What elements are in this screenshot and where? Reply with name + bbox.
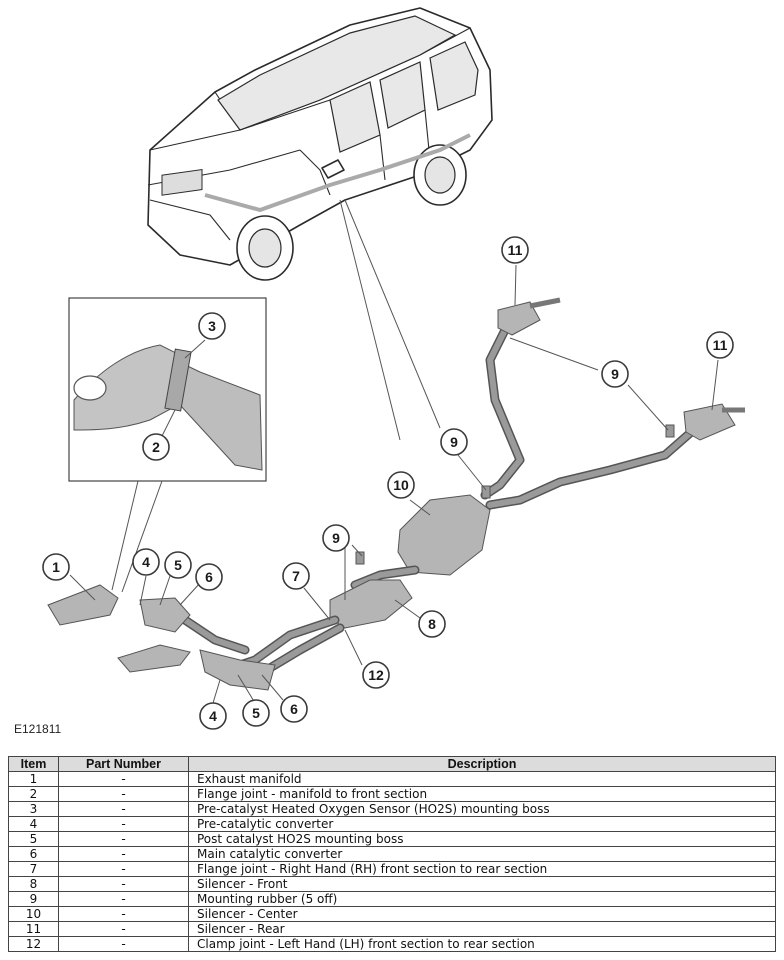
callout-11: 11 (501, 236, 529, 264)
callout-3: 3 (198, 312, 226, 340)
row-part-number: - (58, 906, 189, 922)
svg-text:10: 10 (393, 477, 409, 493)
table-row: 4-Pre-catalytic converter (8, 816, 776, 832)
row-description: Silencer - Center (188, 906, 776, 922)
row-description: Main catalytic converter (188, 846, 776, 862)
row-part-number: - (58, 771, 189, 787)
leader-lines (69, 264, 719, 704)
callout-12: 12 (362, 661, 390, 689)
svg-text:5: 5 (174, 557, 182, 573)
callout-4: 4 (132, 548, 160, 576)
table-row: 5-Post catalyst HO2S mounting boss (8, 831, 776, 847)
row-item: 2 (8, 786, 59, 802)
row-description: Flange joint - manifold to front section (188, 786, 776, 802)
exhaust-system (47, 297, 745, 691)
row-description: Flange joint - Right Hand (RH) front sec… (188, 861, 776, 877)
svg-text:11: 11 (508, 242, 523, 258)
callout-9: 9 (601, 360, 629, 388)
row-part-number: - (58, 861, 189, 877)
row-part-number: - (58, 846, 189, 862)
svg-text:12: 12 (368, 667, 384, 683)
callout-11: 11 (706, 331, 734, 359)
svg-text:4: 4 (142, 554, 150, 570)
table-row: 11-Silencer - Rear (8, 921, 776, 937)
row-description: Pre-catalytic converter (188, 816, 776, 832)
header-part-number: Part Number (58, 756, 189, 772)
svg-text:8: 8 (428, 616, 436, 632)
callout-5: 5 (242, 699, 270, 727)
svg-text:5: 5 (252, 705, 260, 721)
table-row: 6-Main catalytic converter (8, 846, 776, 862)
row-item: 1 (8, 771, 59, 787)
callout-7: 7 (282, 562, 310, 590)
row-description: Silencer - Rear (188, 921, 776, 937)
svg-text:4: 4 (209, 708, 217, 724)
row-item: 5 (8, 831, 59, 847)
table-row: 12-Clamp joint - Left Hand (LH) front se… (8, 936, 776, 952)
row-item: 11 (8, 921, 59, 937)
callout-10: 10 (387, 471, 415, 499)
row-item: 7 (8, 861, 59, 877)
inset-detail (68, 297, 267, 482)
table-row: 1-Exhaust manifold (8, 771, 776, 787)
row-item: 8 (8, 876, 59, 892)
row-description: Mounting rubber (5 off) (188, 891, 776, 907)
row-item: 6 (8, 846, 59, 862)
table-row: 3-Pre-catalyst Heated Oxygen Sensor (HO2… (8, 801, 776, 817)
callout-5: 5 (164, 551, 192, 579)
svg-text:9: 9 (332, 530, 340, 546)
table-row: 9-Mounting rubber (5 off) (8, 891, 776, 907)
row-description: Exhaust manifold (188, 771, 776, 787)
svg-text:7: 7 (292, 568, 300, 584)
callout-4: 4 (199, 702, 227, 730)
row-part-number: - (58, 921, 189, 937)
exhaust-system-diagram: 1 2 3 4 5 6 7 8 9 10 9 9 11 11 12 4 5 6 (42, 7, 745, 730)
header-description: Description (188, 756, 776, 772)
table-row: 10-Silencer - Center (8, 906, 776, 922)
row-part-number: - (58, 816, 189, 832)
row-part-number: - (58, 891, 189, 907)
svg-text:11: 11 (713, 337, 728, 353)
svg-text:3: 3 (208, 318, 216, 334)
callout-6: 6 (280, 695, 308, 723)
row-part-number: - (58, 876, 189, 892)
table-row: 2-Flange joint - manifold to front secti… (8, 786, 776, 802)
row-part-number: - (58, 831, 189, 847)
callout-1: 1 (42, 553, 70, 581)
row-description: Post catalyst HO2S mounting boss (188, 831, 776, 847)
row-part-number: - (58, 786, 189, 802)
callout-9: 9 (440, 428, 468, 456)
row-item: 12 (8, 936, 59, 952)
vehicle-illustration (147, 7, 493, 281)
callout-9: 9 (322, 524, 350, 552)
svg-text:1: 1 (52, 559, 60, 575)
svg-text:9: 9 (450, 434, 458, 450)
callout-8: 8 (418, 610, 446, 638)
svg-text:6: 6 (205, 569, 213, 585)
svg-text:6: 6 (290, 701, 298, 717)
header-item: Item (8, 756, 59, 772)
table-row: 8-Silencer - Front (8, 876, 776, 892)
callout-2: 2 (142, 433, 170, 461)
row-description: Clamp joint - Left Hand (LH) front secti… (188, 936, 776, 952)
row-part-number: - (58, 801, 189, 817)
row-part-number: - (58, 936, 189, 952)
table-header-row: Item Part Number Description (8, 756, 776, 772)
row-item: 10 (8, 906, 59, 922)
svg-text:2: 2 (152, 439, 160, 455)
callout-6: 6 (195, 563, 223, 591)
row-item: 9 (8, 891, 59, 907)
parts-table: Item Part Number Description 1-Exhaust m… (8, 756, 776, 952)
svg-text:9: 9 (611, 366, 619, 382)
row-description: Pre-catalyst Heated Oxygen Sensor (HO2S)… (188, 801, 776, 817)
row-description: Silencer - Front (188, 876, 776, 892)
table-row: 7-Flange joint - Right Hand (RH) front s… (8, 861, 776, 877)
row-item: 3 (8, 801, 59, 817)
row-item: 4 (8, 816, 59, 832)
figure-id: E121811 (14, 722, 62, 736)
